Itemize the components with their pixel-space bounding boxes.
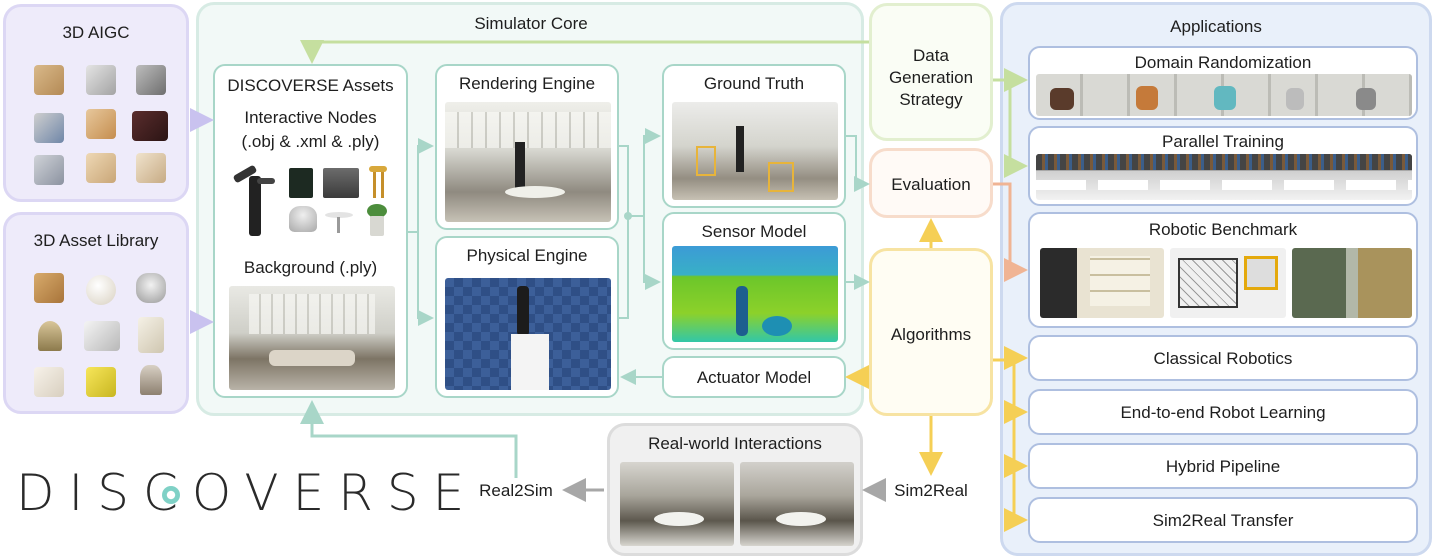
parallel-training-strip bbox=[1036, 154, 1412, 200]
asset-library-panel: 3D Asset Library bbox=[3, 212, 189, 414]
armchair-thumbnail bbox=[289, 206, 317, 232]
cabinet-thumbnail bbox=[86, 109, 116, 139]
evaluation-box: Evaluation bbox=[869, 148, 993, 218]
ground-truth-box: Ground Truth bbox=[662, 64, 846, 208]
bed-thumbnail bbox=[84, 321, 120, 351]
background-label: Background (.ply) bbox=[243, 258, 378, 277]
hybrid-pipeline-label: Hybrid Pipeline bbox=[1165, 457, 1281, 476]
cabinet-thumbnail bbox=[132, 111, 168, 141]
assets-title: DISCOVERSE Assets bbox=[227, 76, 394, 95]
data-gen-line1: Data bbox=[913, 46, 949, 65]
book-thumbnail bbox=[289, 168, 313, 198]
teapot-thumbnail bbox=[86, 275, 116, 305]
benchmark-image-map bbox=[1170, 248, 1286, 318]
bag-thumbnail bbox=[86, 367, 116, 397]
real-world-image-right bbox=[740, 462, 854, 546]
robotic-benchmark-title: Robotic Benchmark bbox=[1148, 220, 1298, 239]
sensor-depth-image bbox=[672, 246, 838, 342]
logo-text: DISCOVERSE bbox=[16, 464, 479, 522]
data-gen-line2: Generation bbox=[888, 68, 974, 87]
physics-scene-image bbox=[445, 278, 611, 390]
stool-thumbnail bbox=[367, 166, 389, 200]
sim2real-transfer-label: Sim2Real Transfer bbox=[1152, 511, 1294, 530]
algorithms-box: Algorithms bbox=[869, 248, 993, 416]
real-world-image-left bbox=[620, 462, 734, 546]
goblet-thumbnail bbox=[140, 365, 162, 395]
asset-library-title: 3D Asset Library bbox=[33, 231, 159, 250]
data-generation-box: Data Generation Strategy bbox=[869, 3, 993, 141]
lamp-thumbnail bbox=[38, 321, 62, 351]
classical-robotics-label: Classical Robotics bbox=[1153, 349, 1293, 368]
dresser-thumbnail bbox=[323, 168, 359, 198]
aigc-title: 3D AIGC bbox=[62, 23, 130, 42]
domain-randomization-title: Domain Randomization bbox=[1134, 53, 1312, 72]
discoverse-assets-box: DISCOVERSE Assets Interactive Nodes (.ob… bbox=[213, 64, 408, 398]
plant-thumbnail bbox=[365, 204, 389, 238]
physical-engine-box: Physical Engine bbox=[435, 236, 619, 398]
table-thumbnail bbox=[325, 212, 353, 234]
logo-eye-icon bbox=[162, 486, 180, 504]
domain-randomization-strip bbox=[1036, 74, 1412, 116]
real-world-title: Real-world Interactions bbox=[648, 434, 822, 453]
classical-robotics-box[interactable]: Classical Robotics bbox=[1028, 335, 1418, 381]
sim2real-label: Sim2Real bbox=[894, 481, 968, 500]
real-world-panel: Real-world Interactions bbox=[607, 423, 863, 556]
end-to-end-label: End-to-end Robot Learning bbox=[1120, 403, 1326, 422]
algorithms-label: Algorithms bbox=[890, 325, 972, 344]
shirt-thumbnail bbox=[34, 367, 64, 397]
simulator-core-title: Simulator Core bbox=[474, 14, 588, 33]
sim2real-transfer-box[interactable]: Sim2Real Transfer bbox=[1028, 497, 1418, 543]
actuator-model-box: Actuator Model bbox=[662, 356, 846, 398]
cabinet-thumbnail bbox=[86, 153, 116, 183]
sensor-model-box: Sensor Model bbox=[662, 212, 846, 350]
robot-arm-thumbnail bbox=[231, 164, 275, 240]
applications-title: Applications bbox=[1170, 17, 1262, 36]
rendering-engine-title: Rendering Engine bbox=[458, 74, 596, 93]
actuator-model-title: Actuator Model bbox=[696, 368, 812, 387]
robotic-benchmark-box: Robotic Benchmark bbox=[1028, 212, 1418, 328]
domain-randomization-box: Domain Randomization bbox=[1028, 46, 1418, 120]
discoverse-logo: DISCOVERSE bbox=[16, 462, 464, 528]
background-scene-image bbox=[229, 286, 395, 390]
ground-truth-image bbox=[672, 102, 838, 200]
rendering-engine-box: Rendering Engine bbox=[435, 64, 619, 230]
interactive-nodes-label: Interactive Nodes bbox=[244, 108, 377, 127]
benchmark-image-shelf bbox=[1040, 248, 1164, 318]
data-gen-line3: Strategy bbox=[899, 90, 963, 109]
rendered-scene-image bbox=[445, 102, 611, 222]
cabinet-thumbnail bbox=[34, 113, 64, 143]
evaluation-label: Evaluation bbox=[891, 175, 971, 194]
cabinet-thumbnail bbox=[86, 65, 116, 95]
cabinet-thumbnail bbox=[136, 153, 166, 183]
ground-truth-title: Ground Truth bbox=[703, 74, 805, 93]
parallel-training-box: Parallel Training bbox=[1028, 126, 1418, 206]
cabinet-thumbnail bbox=[136, 65, 166, 95]
end-to-end-box[interactable]: End-to-end Robot Learning bbox=[1028, 389, 1418, 435]
benchmark-image-aerial bbox=[1292, 248, 1412, 318]
parallel-training-title: Parallel Training bbox=[1162, 132, 1284, 151]
wardrobe-thumbnail bbox=[34, 273, 64, 303]
hybrid-pipeline-box[interactable]: Hybrid Pipeline bbox=[1028, 443, 1418, 489]
sensor-model-title: Sensor Model bbox=[701, 222, 807, 241]
physical-engine-title: Physical Engine bbox=[466, 246, 588, 265]
chair-thumbnail bbox=[136, 273, 166, 303]
fridge-thumbnail bbox=[138, 317, 164, 353]
aigc-panel: 3D AIGC bbox=[3, 4, 189, 202]
cabinet-thumbnail bbox=[34, 155, 64, 185]
real2sim-label: Real2Sim bbox=[479, 481, 553, 500]
formats-label: (.obj & .xml & .ply) bbox=[241, 132, 380, 151]
cabinet-thumbnail bbox=[34, 65, 64, 95]
